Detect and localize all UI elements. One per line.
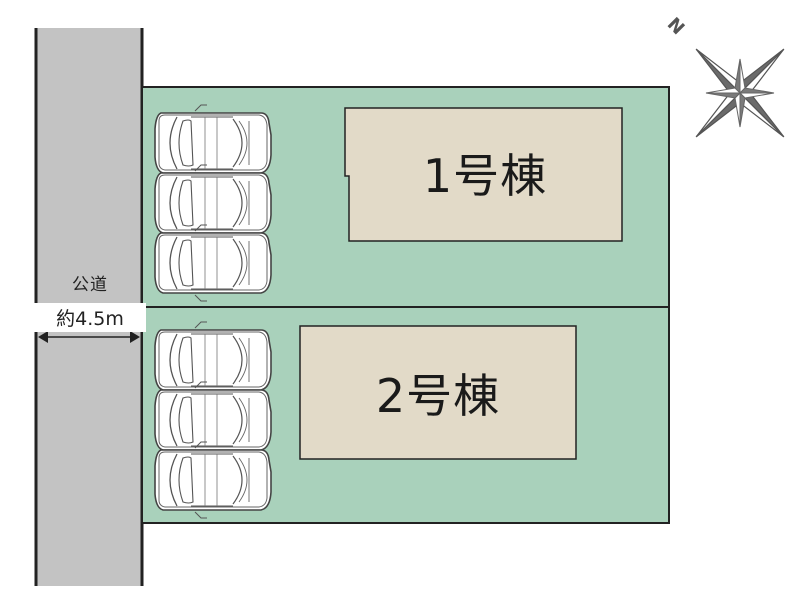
road-width-arrow	[38, 331, 140, 343]
parking-car	[154, 224, 272, 302]
parking-car	[154, 441, 272, 519]
building-2-label: 2号棟	[375, 369, 501, 423]
building-1-outline	[344, 107, 623, 242]
road-width-label: 約4.5m	[34, 303, 146, 332]
parking-car	[154, 104, 272, 182]
road-name-label: 公道	[72, 275, 108, 295]
parking-car	[154, 321, 272, 399]
building-1-label: 1号棟	[422, 149, 548, 203]
compass-rose-icon	[695, 48, 785, 138]
parking-car	[154, 164, 272, 242]
parking-car	[154, 381, 272, 459]
building-2-outline	[299, 325, 577, 460]
